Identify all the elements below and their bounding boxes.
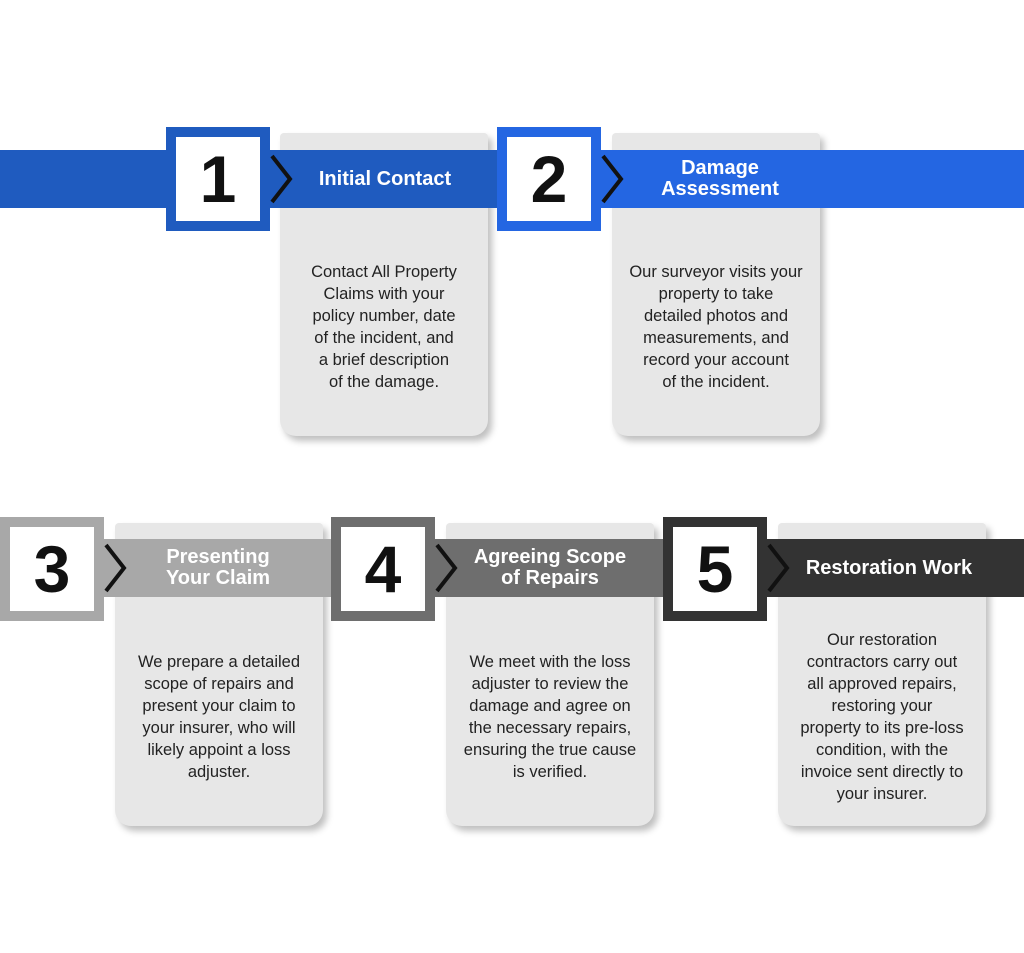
top-band-overlay [0, 150, 1024, 208]
bottom-band-overlay [0, 539, 1024, 597]
step-4-description: We meet with the loss adjuster to review… [463, 653, 637, 781]
step-5-number-box: 5 [663, 517, 767, 621]
step-4-number-box: 4 [331, 517, 435, 621]
step-2-chevron-icon [601, 154, 624, 204]
step-1-number: 1 [199, 142, 237, 216]
band-segment-2-overlay [600, 150, 1024, 208]
step-3-title: Presenting Your Claim [165, 546, 271, 589]
step-1-number-box: 1 [166, 127, 270, 231]
step-4-number: 4 [364, 532, 402, 606]
step-2-number-box: 2 [497, 127, 601, 231]
step-2-description: Our surveyor visits your property to tak… [629, 263, 803, 391]
step-1-chevron-icon [270, 154, 293, 204]
band-segment-4-overlay [430, 539, 664, 597]
band-segment-1-overlay [270, 150, 500, 208]
step-3-chevron-icon [104, 543, 127, 593]
step-3-description: We prepare a detailed scope of repairs a… [137, 653, 301, 781]
step-4-title: Agreeing Scope of Repairs [473, 546, 627, 589]
step-5-title: Restoration Work [805, 556, 973, 579]
step-2-number: 2 [530, 142, 568, 216]
step-3-number: 3 [33, 532, 71, 606]
step-5-chevron-icon [767, 543, 790, 593]
step-4-chevron-icon [435, 543, 458, 593]
step-3-number-box: 3 [0, 517, 104, 621]
step-2-title: Damage Assessment [661, 157, 779, 200]
band-segment-5-overlay [764, 539, 1024, 597]
step-5-number: 5 [696, 532, 734, 606]
step-1-description: Contact All Property Claims with your po… [311, 263, 457, 391]
step-5-description: Our restoration contractors carry out al… [800, 631, 964, 803]
step-1-title: Initial Contact [318, 167, 452, 190]
band-segment-3-overlay [100, 539, 334, 597]
